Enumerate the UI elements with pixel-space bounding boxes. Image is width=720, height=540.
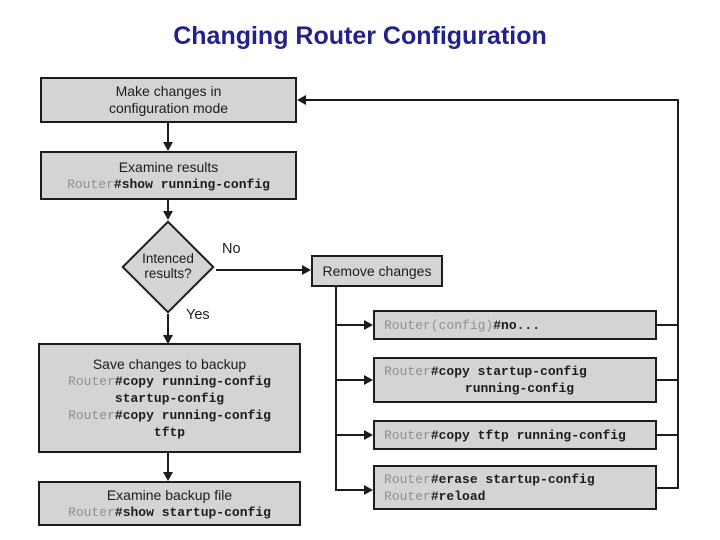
cli-command: #copy tftp running-config — [430, 427, 626, 443]
examine-results-command: Router#show running-config — [67, 176, 270, 193]
stub-undo-4 — [657, 487, 679, 489]
arrowhead-undo-2 — [364, 375, 373, 385]
cli-prompt: Router — [67, 176, 114, 192]
edge-label-yes: Yes — [186, 307, 210, 323]
flow-box-make-changes: Make changes in configuration mode — [40, 77, 297, 123]
connector-examine-to-decision — [167, 200, 169, 213]
undo-command: Router#copy tftp running-config — [384, 427, 626, 444]
connector-make-to-examine — [167, 123, 169, 143]
page-title: Changing Router Configuration — [173, 22, 547, 50]
flow-box-remove-changes: Remove changes — [311, 255, 443, 287]
cli-prompt: Router — [68, 373, 115, 389]
examine-backup-label: Examine backup file — [106, 486, 233, 503]
make-changes-line1: Make changes in — [115, 83, 222, 99]
arrowhead-down-2 — [163, 211, 173, 220]
cli-command: #erase startup-config — [430, 471, 595, 487]
undo-box-copy-startup: Router#copy startup-config running-confi… — [373, 357, 657, 403]
save-command-1: Router#copy running-config — [68, 373, 271, 390]
undo-command: Router#copy startup-config — [384, 363, 587, 380]
connector-undo-4 — [335, 489, 366, 491]
cli-command: #copy running-config — [114, 373, 271, 389]
stub-undo-3 — [657, 434, 679, 436]
arrowhead-no-branch — [302, 265, 311, 275]
decision-label: Intenced results? — [120, 251, 216, 281]
undo-command-2: Router#reload — [384, 488, 485, 505]
decision-line2: results? — [144, 266, 192, 281]
arrowhead-undo-3 — [364, 430, 373, 440]
undo-box-erase-reload: Router#erase startup-config Router#reloa… — [373, 465, 657, 510]
flow-box-save-changes: Save changes to backup Router#copy runni… — [38, 343, 301, 453]
edge-label-no: No — [222, 241, 241, 257]
undo-command: Router#erase startup-config — [384, 471, 595, 488]
cli-command: #show running-config — [113, 176, 270, 192]
undo-box-copy-tftp: Router#copy tftp running-config — [373, 420, 657, 450]
arrowhead-down-3 — [163, 335, 173, 344]
undo-command: Router(config)#no... — [384, 317, 540, 334]
cli-prompt: Router — [384, 364, 431, 379]
connector-undo-2 — [335, 379, 366, 381]
connector-no-branch — [216, 269, 302, 271]
cli-prompt: Router — [68, 504, 115, 520]
cli-command: #copy running-config — [114, 407, 271, 423]
save-command-1-cont: startup-config — [114, 390, 225, 406]
remove-changes-label: Remove changes — [322, 262, 432, 279]
make-changes-line2: configuration mode — [108, 100, 229, 116]
examine-backup-command: Router#show startup-config — [68, 504, 271, 521]
flow-box-examine-backup: Examine backup file Router#show startup-… — [38, 481, 301, 526]
cli-prompt: Router — [384, 471, 431, 487]
cli-command: #no... — [493, 317, 541, 333]
cli-prompt: Router(config) — [384, 317, 494, 333]
cli-prompt: Router — [384, 427, 431, 443]
cli-command: #reload — [430, 488, 486, 504]
connector-yes-branch — [167, 314, 169, 336]
save-command-2: Router#copy running-config — [68, 407, 271, 424]
connector-undo-3 — [335, 434, 366, 436]
save-command-2-cont: tftp — [153, 424, 186, 440]
stub-undo-1 — [657, 324, 679, 326]
arrowhead-undo-1 — [364, 320, 373, 330]
undo-box-no-command: Router(config)#no... — [373, 310, 657, 340]
connector-feedback-right — [677, 99, 679, 489]
connector-undo-1 — [335, 324, 366, 326]
flow-box-examine-results: Examine results Router#show running-conf… — [40, 151, 297, 200]
cli-prompt: Router — [68, 407, 115, 423]
connector-feedback-top — [304, 99, 679, 101]
arrowhead-undo-4 — [364, 485, 373, 495]
cli-prompt: Router — [384, 488, 431, 504]
arrowhead-down-1 — [163, 142, 173, 151]
decision-line1: Intenced — [142, 251, 194, 266]
arrowhead-down-4 — [163, 472, 173, 481]
examine-results-label: Examine results — [118, 158, 219, 175]
cli-command: #show startup-config — [114, 504, 271, 520]
save-changes-label: Save changes to backup — [92, 355, 247, 372]
undo-command-cont: running-config — [464, 381, 575, 396]
connector-remove-branch — [335, 287, 337, 491]
cli-command: #copy startup-config — [430, 364, 587, 379]
arrowhead-feedback — [297, 95, 306, 105]
stub-undo-2 — [657, 379, 679, 381]
connector-save-to-backup — [167, 453, 169, 473]
